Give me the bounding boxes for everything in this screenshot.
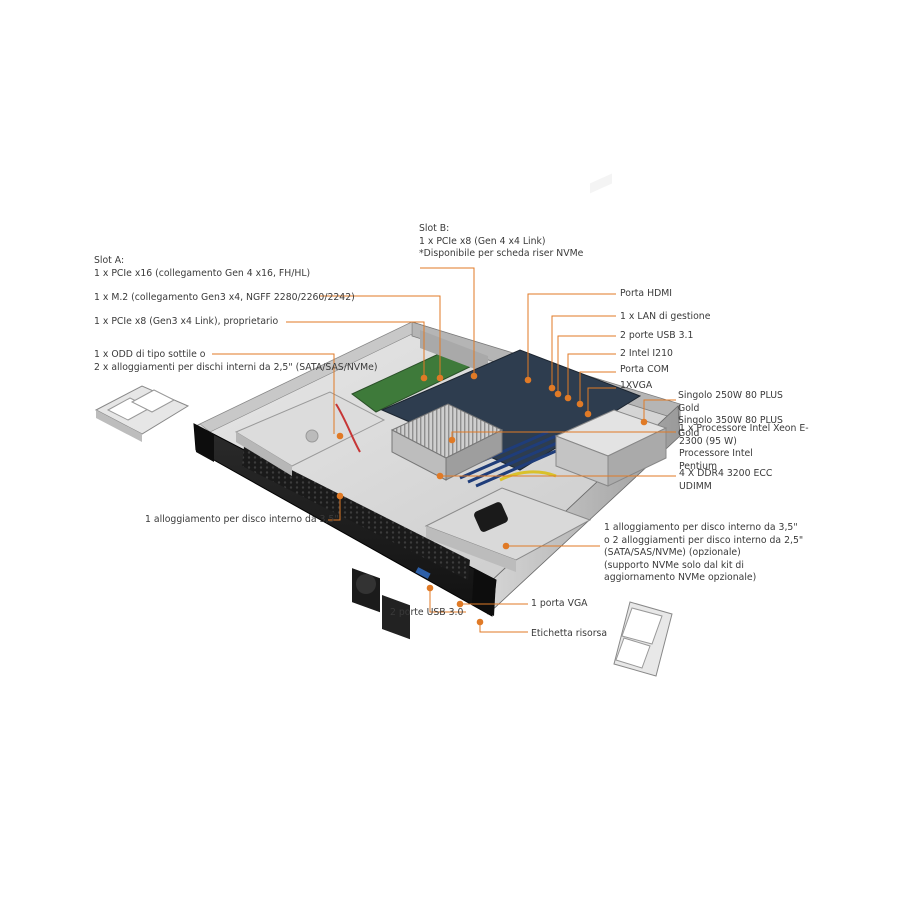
odd-line-1: 1 x ODD di tipo sottile o (94, 349, 206, 360)
slot-b-line-1: Slot B: (419, 223, 450, 234)
psu-line-1: Singolo 250W 80 PLUS (678, 390, 783, 401)
odd-bay-face (236, 432, 292, 476)
callout-dimm: 4 X DDR4 3200 ECC UDIMM (679, 468, 772, 493)
vga-front-text: 1 porta VGA (531, 598, 588, 609)
internal-disk-left-text: 1 alloggiamento per disco interno da 3,5… (145, 514, 339, 525)
slot-a-line-2: 1 x PCIe x16 (collegamento Gen 4 x16, FH… (94, 267, 311, 279)
psu-label (590, 173, 612, 194)
callout-cpu: 1 x Processore Intel Xeon E- 2300 (95 W)… (679, 423, 809, 473)
disk-right-line-1: 1 alloggiamento per disco interno da 3,5… (604, 522, 798, 533)
callout-com: Porta COM (620, 364, 669, 377)
callout-odd: 1 x ODD di tipo sottile o 2 x alloggiame… (94, 349, 378, 374)
slot-b-line-2: 1 x PCIe x8 (Gen 4 x4 Link) (419, 235, 546, 247)
asset-tag-text: Etichetta risorsa (531, 628, 608, 639)
callout-vga-front: 1 porta VGA (531, 598, 588, 611)
hdmi-text: Porta HDMI (620, 288, 672, 299)
pcie-x8-text: 1 x PCIe x8 (Gen3 x4 Link), proprietario (94, 316, 279, 327)
odd-disc-hole (305, 429, 319, 443)
front-ear-left (194, 424, 214, 462)
disk-right-line-3: (SATA/SAS/NVMe) (opzionale) (604, 547, 741, 559)
cpu-line-1: 1 x Processore Intel Xeon E- (679, 423, 809, 434)
intel-i210-text: 2 Intel I210 (620, 348, 673, 359)
drive-tray-accessory-left (94, 385, 190, 442)
callout-internal-disk-left: 1 alloggiamento per disco interno da 3,5… (145, 514, 339, 527)
disk-right-line-5: aggiornamento NVMe opzionale) (604, 572, 757, 584)
disk-right-line-4: (supporto NVMe solo dal kit di (604, 559, 744, 571)
system-fans (352, 568, 410, 640)
callout-lan-mgmt: 1 x LAN di gestione (620, 311, 710, 324)
dimm-line-2: UDIMM (679, 480, 712, 492)
callout-slot-a: Slot A: 1 x PCIe x16 (collegamento Gen 4… (94, 255, 310, 280)
riser-bracket (420, 330, 488, 374)
cpu-line-2: 2300 (95 W) (679, 435, 737, 447)
lan-mgmt-text: 1 x LAN di gestione (620, 311, 711, 322)
cables (499, 470, 557, 482)
psu-line-4: Gold (678, 427, 700, 439)
com-text: Porta COM (620, 364, 669, 375)
vga-rear-text: 1XVGA (620, 380, 653, 391)
psu-line-3: Singolo 350W 80 PLUS (678, 415, 783, 427)
front-usb-ports (415, 567, 431, 579)
callout-intel-i210: 2 Intel I210 (620, 348, 673, 361)
odd-bay (234, 391, 386, 467)
drive-tray-accessory-right (613, 601, 673, 677)
callout-m2: 1 x M.2 (collegamento Gen3 x4, NGFF 2280… (94, 292, 355, 305)
front-vent-mesh (242, 446, 470, 580)
callout-usb30-front: 2 porte USB 3.0 (390, 607, 463, 620)
callout-dots (336, 372, 648, 626)
callout-internal-disk-right: 1 alloggiamento per disco interno da 3,5… (604, 522, 803, 585)
slot-b-line-3: *Disponibile per scheda riser NVMe (419, 248, 584, 260)
callout-slot-b: Slot B: 1 x PCIe x8 (Gen 4 x4 Link) *Dis… (419, 223, 583, 261)
psu-line-2: Gold (678, 402, 700, 414)
cpu-line-4: Pentium (679, 460, 718, 472)
m2-text: 1 x M.2 (collegamento Gen3 x4, NGFF 2280… (94, 292, 355, 303)
odd-line-2: 2 x alloggiamenti per dischi interni da … (94, 361, 378, 373)
dimm-line-1: 4 X DDR4 3200 ECC (679, 468, 773, 479)
drive-cage-opening (474, 502, 508, 532)
callout-vga-rear: 1XVGA (620, 380, 652, 393)
cpu-line-3: Processore Intel (679, 448, 753, 460)
callout-leader-lines (212, 267, 676, 633)
usb30-front-text: 2 porte USB 3.0 (390, 607, 464, 618)
usb31-text: 2 porte USB 3.1 (620, 330, 694, 341)
cpu-heatsink-front (445, 429, 503, 481)
callout-hdmi: Porta HDMI (620, 288, 672, 301)
disk-right-line-2: o 2 alloggiamenti per disco interno da 2… (604, 534, 804, 546)
callout-asset-tag: Etichetta risorsa (531, 628, 607, 641)
chassis-left-wall (199, 321, 413, 433)
callout-pcie-x8: 1 x PCIe x8 (Gen3 x4 Link), proprietario (94, 316, 278, 329)
callout-psu: Singolo 250W 80 PLUS Gold Singolo 350W 8… (678, 390, 783, 440)
slot-a-line-1: Slot A: (94, 255, 125, 266)
callout-usb31: 2 porte USB 3.1 (620, 330, 693, 343)
